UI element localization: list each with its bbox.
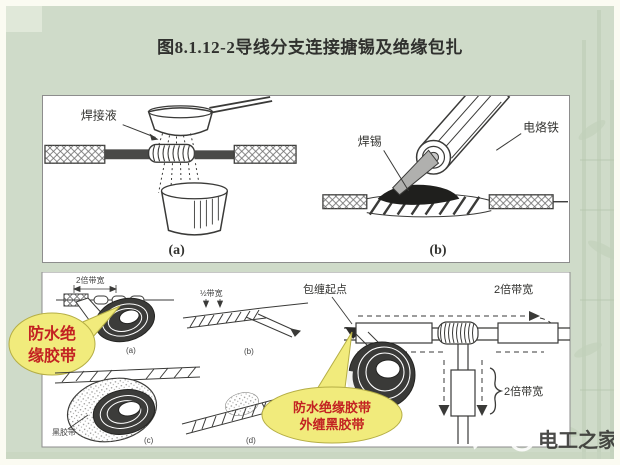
callout-bubble — [8, 312, 96, 376]
fig-b-soldering-iron: 焊锡 电烙铁 (b) — [322, 96, 569, 258]
watermark: 电工之家 — [471, 424, 619, 452]
fig-a-width-bracket — [72, 285, 118, 293]
tee-brace — [489, 367, 504, 415]
tee-start-label: 包缠起点 — [303, 282, 347, 296]
fig-b-caption: (b) — [430, 243, 447, 258]
callout-waterproof-line1: 防水绝 — [28, 324, 76, 343]
solder-pointer-line — [383, 150, 410, 192]
iron-label: 电烙铁 — [523, 121, 559, 135]
fig-d-caption: (d) — [246, 436, 256, 445]
flux-pointer-arrow — [122, 124, 159, 141]
twisted-wire-joint — [322, 193, 569, 218]
panel-soldering: 焊接液 (a) — [42, 95, 570, 263]
fig-b-caption: (b) — [244, 347, 254, 356]
watermark-text: 电工之家 — [538, 428, 619, 452]
fig-c-tape-roll — [92, 389, 156, 435]
flux-stream — [158, 133, 201, 197]
iron-pointer-line — [495, 133, 522, 151]
fig-d-stipple — [225, 392, 259, 416]
watermark-flourish — [471, 428, 483, 450]
fig-c-pointer-line — [67, 414, 89, 430]
fig-a-caption: (a) — [126, 346, 136, 355]
callout-outer-tape: 防水绝缘胶带 外缠黑胶带 — [261, 331, 403, 444]
flux-label: 焊接液 — [81, 109, 117, 123]
fig-c-tape-label: 黑胶带 — [52, 427, 76, 437]
tee-width-branch-label: 2倍带宽 — [504, 384, 543, 398]
callout-waterproof-tape: 防水绝 缘胶带 — [8, 305, 121, 376]
fig-b-width-label: ½带宽 — [200, 288, 223, 298]
solder-label: 焊锡 — [358, 134, 382, 148]
fig-a-width-label: 2倍带宽 — [76, 275, 104, 285]
tee-branch-wire — [450, 344, 476, 444]
callout-outer-bubble — [261, 386, 403, 444]
callout-waterproof-line2: 缘胶带 — [28, 346, 76, 365]
watermark-logo-icon — [508, 424, 536, 452]
figure-title: 图8.1.12-2导线分支连接搪锡及绝缘包扎 — [157, 38, 463, 57]
fig-c-caption: (c) — [144, 436, 154, 445]
wrap-fig-b: ½带宽 (b) — [182, 288, 309, 356]
tee-start-pointer — [331, 296, 353, 325]
tee-wrap-diagram: 包缠起点 2倍带宽 — [261, 282, 570, 444]
wire-joint — [44, 143, 297, 164]
tee-main-wire — [344, 321, 570, 345]
tee-width-top-label: 2倍带宽 — [494, 282, 533, 296]
callout-outer-line2: 外缠黑胶带 — [298, 417, 364, 432]
fig-b-tape-tail — [245, 313, 301, 338]
panel-wrapping: 2倍带宽 (a) — [8, 272, 619, 452]
catch-cup-icon — [160, 182, 229, 236]
callout-outer-line1: 防水绝缘胶带 — [293, 400, 371, 415]
soldering-iron-icon — [391, 96, 511, 196]
fig-a-caption: (a) — [169, 243, 186, 258]
wrap-fig-c: 黑胶带 (c) — [52, 366, 201, 445]
fig-b-width-arrows — [202, 299, 224, 309]
fig-a-flux-pouring: 焊接液 (a) — [44, 96, 297, 258]
fig-a-tape-roll — [95, 297, 155, 343]
ladle-icon — [147, 96, 273, 137]
